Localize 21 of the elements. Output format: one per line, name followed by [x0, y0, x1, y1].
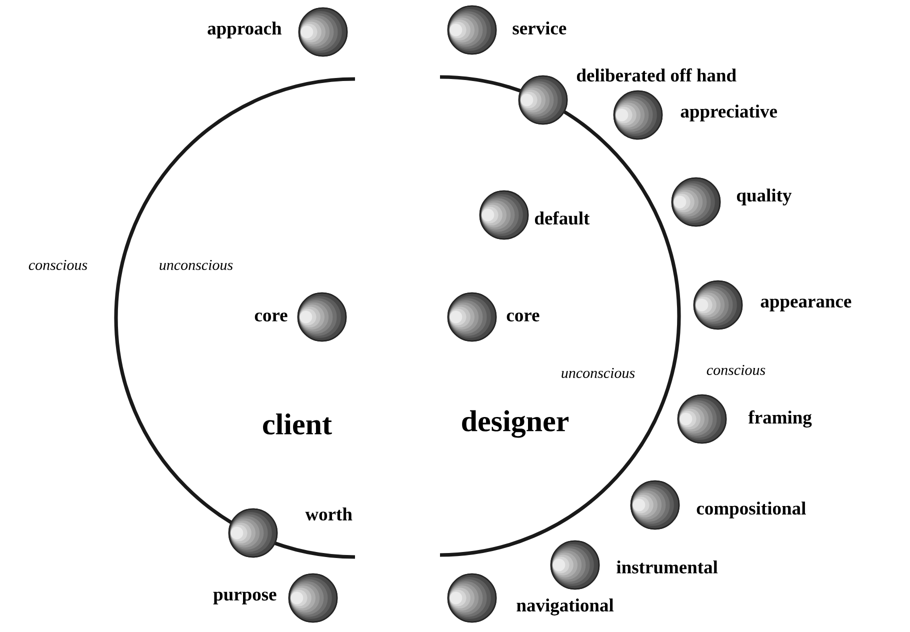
- node-label: compositional: [696, 502, 806, 518]
- node-label: appreciative: [680, 104, 778, 122]
- node-label: purpose: [213, 592, 276, 604]
- node-label: core: [506, 312, 540, 322]
- node-label: instrumental: [616, 560, 718, 574]
- side-label: conscious: [706, 364, 766, 376]
- side-label: unconscious: [562, 368, 635, 378]
- node-label: quality: [736, 188, 792, 206]
- heading-label: designer: [462, 410, 569, 438]
- node-label: core: [254, 312, 288, 322]
- side-label: conscious: [28, 260, 88, 270]
- node-label: navigational: [516, 598, 614, 616]
- node-label: approach: [208, 22, 282, 38]
- side-label: unconscious: [160, 260, 233, 270]
- node-label: default: [534, 211, 590, 225]
- node-label: appearance: [760, 298, 852, 312]
- node-label: framing: [748, 410, 812, 428]
- node-label: service: [512, 21, 566, 34]
- heading-label: client: [263, 413, 332, 435]
- node-label: worth: [305, 507, 352, 521]
- node-label: deliberated off hand: [576, 68, 736, 82]
